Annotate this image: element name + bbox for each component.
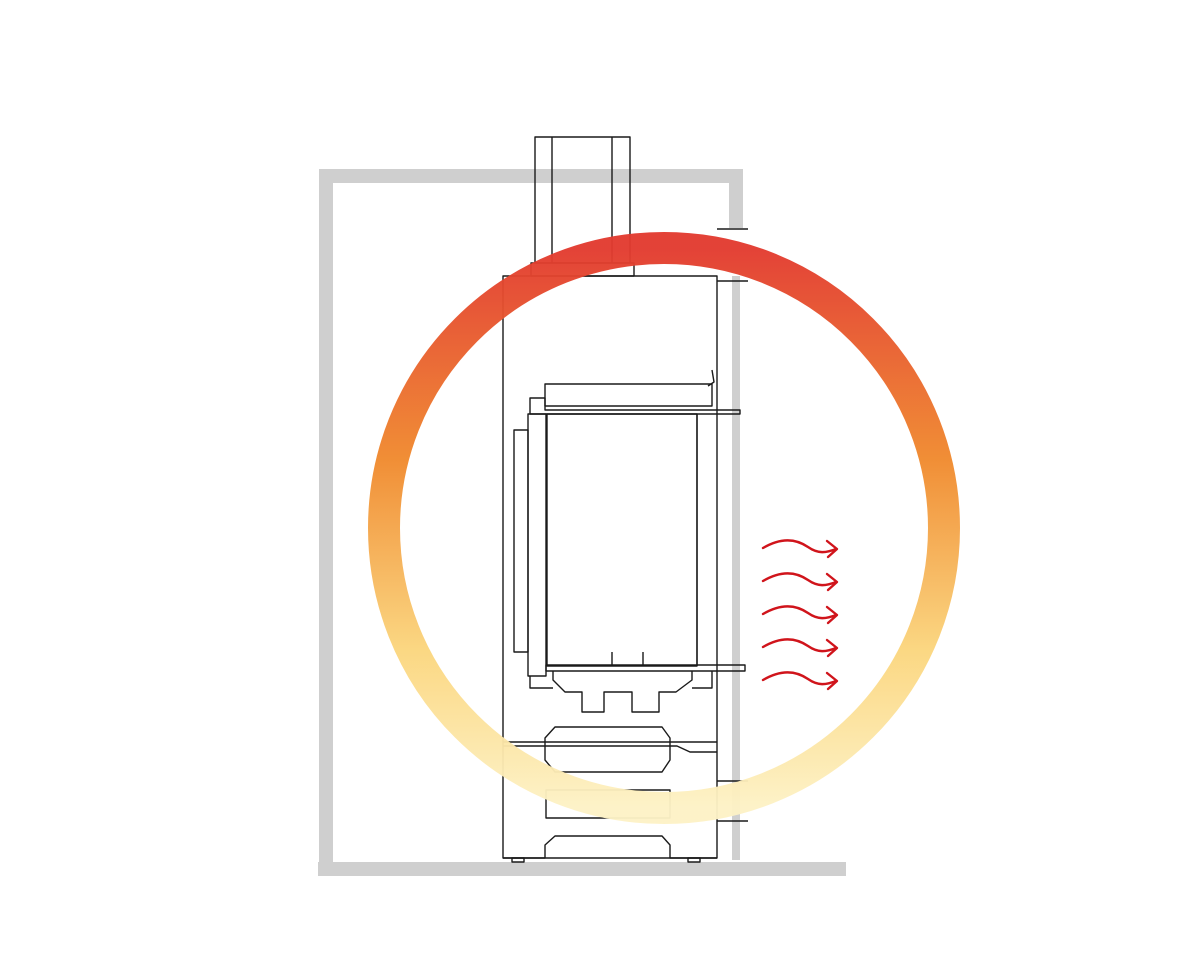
radiant-heat-ring-icon bbox=[368, 232, 960, 824]
hearth-plate bbox=[545, 664, 746, 672]
wavy-heat-arrow-icon bbox=[761, 605, 838, 620]
top-plate-lip bbox=[707, 369, 715, 387]
top-plate bbox=[544, 383, 713, 407]
firebox-glass bbox=[546, 413, 698, 667]
door-handle bbox=[513, 429, 529, 653]
heat-arrows bbox=[761, 539, 839, 691]
wavy-heat-arrow-icon bbox=[761, 638, 838, 653]
wavy-heat-arrow-icon bbox=[761, 539, 838, 554]
lower-frame-right bbox=[692, 671, 713, 689]
stove-body bbox=[502, 275, 718, 859]
foot-right bbox=[687, 857, 701, 863]
niche-outline bbox=[319, 169, 743, 868]
lower-frame-left bbox=[529, 676, 553, 689]
log-store-box bbox=[544, 726, 671, 773]
ash-pan bbox=[552, 671, 693, 713]
wavy-heat-arrow-icon bbox=[761, 572, 838, 587]
log-store-front-rail bbox=[503, 745, 717, 753]
arrow-head bbox=[825, 671, 839, 691]
foot-left bbox=[511, 857, 525, 863]
arrow-head bbox=[825, 605, 839, 625]
wall-niche bbox=[318, 169, 846, 876]
arrow-head bbox=[825, 572, 839, 592]
door-frame bbox=[527, 413, 547, 677]
arrow-head bbox=[825, 539, 839, 559]
plinth-base bbox=[503, 835, 717, 859]
wavy-heat-arrow-icon bbox=[761, 671, 838, 686]
arrow-head bbox=[825, 638, 839, 658]
